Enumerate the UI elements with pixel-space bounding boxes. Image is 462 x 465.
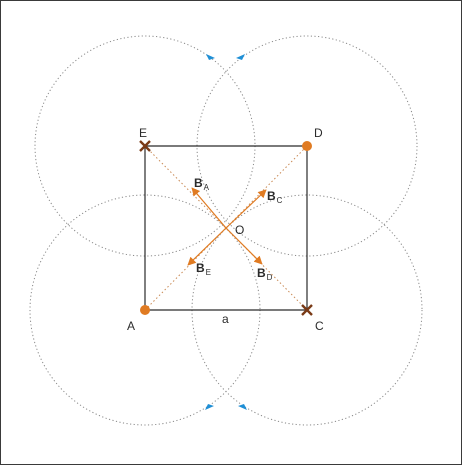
circle-arrow-top-left bbox=[206, 54, 215, 60]
field-vector-b-a bbox=[191, 187, 227, 229]
wire-e-cross-icon bbox=[139, 140, 151, 152]
diagonal-a-d bbox=[144, 145, 308, 311]
circle-arrow-bottom-right bbox=[238, 404, 247, 410]
label-b-e: BE bbox=[196, 261, 211, 277]
field-vector-b-c bbox=[225, 189, 267, 229]
field-vector-b-d bbox=[225, 227, 263, 265]
field-circle-d bbox=[196, 35, 418, 257]
label-d: D bbox=[314, 126, 323, 140]
wire-d-dot-icon bbox=[302, 141, 312, 151]
field-vector-b-e bbox=[187, 227, 227, 266]
circle-arrow-bottom-left bbox=[205, 404, 214, 410]
label-c: C bbox=[315, 319, 324, 333]
wire-c-cross-icon bbox=[301, 304, 313, 316]
label-o: O bbox=[235, 223, 244, 237]
label-a: A bbox=[127, 319, 135, 333]
diagonal-e-c bbox=[144, 145, 308, 311]
circle-arrow-top-right bbox=[236, 54, 245, 60]
label-e: E bbox=[139, 126, 147, 140]
label-side-a: a bbox=[222, 312, 229, 326]
label-b-d: BD bbox=[257, 266, 273, 282]
label-b-a: BA bbox=[194, 176, 210, 192]
label-b-c: BC bbox=[267, 189, 283, 205]
wire-a-dot-icon bbox=[140, 305, 150, 315]
